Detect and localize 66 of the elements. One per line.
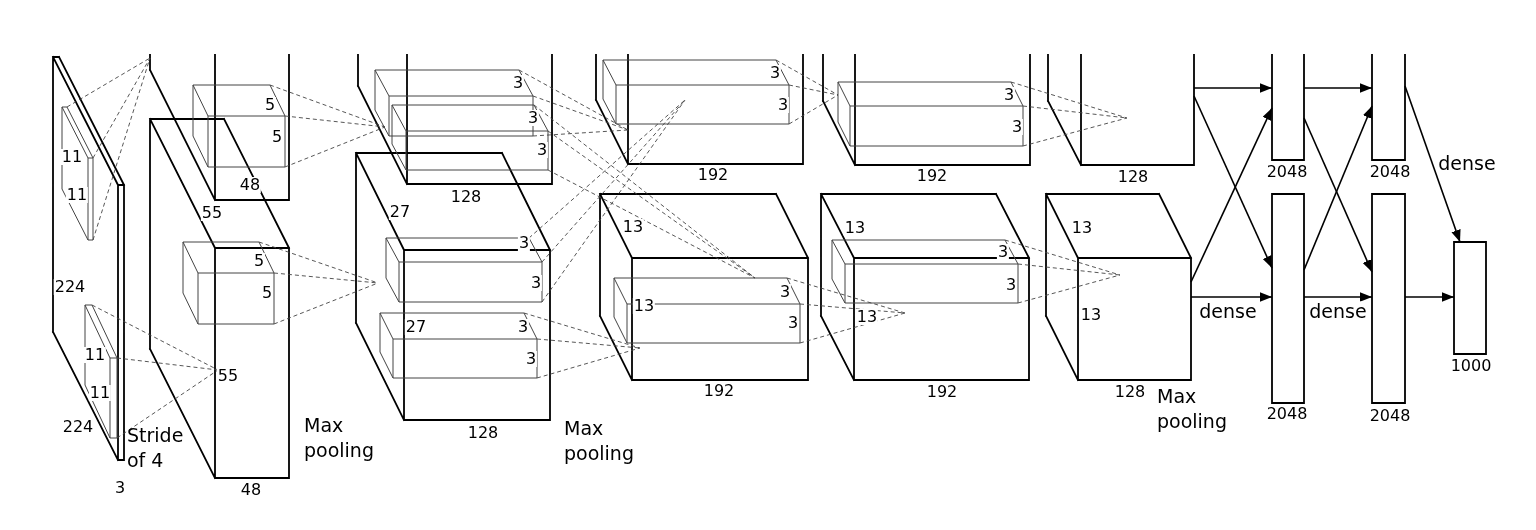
dimension-label: 3 bbox=[768, 65, 782, 81]
dimension-label: 48 bbox=[239, 482, 263, 498]
arrow bbox=[1193, 95, 1273, 269]
dimension-label: 3 bbox=[1004, 277, 1018, 293]
dimension-label: 3 bbox=[1002, 87, 1016, 103]
dimension-label: 192 bbox=[925, 384, 959, 400]
dimension-label: 13 bbox=[1079, 307, 1103, 323]
dimension-label: 55 bbox=[200, 205, 224, 221]
layer-caption: Max pooling bbox=[564, 416, 635, 466]
dimension-label: 128 bbox=[449, 189, 483, 205]
dimension-label: 2048 bbox=[1368, 164, 1412, 180]
arrow bbox=[1404, 292, 1455, 302]
dimension-label: 2048 bbox=[1265, 406, 1309, 422]
arrow bbox=[1404, 85, 1461, 243]
dimension-label: 5 bbox=[260, 285, 274, 301]
dimension-label: 5 bbox=[263, 97, 277, 113]
dimension-label: 11 bbox=[65, 187, 89, 203]
dimension-label: 1000 bbox=[1449, 358, 1493, 374]
arrow bbox=[1190, 292, 1273, 302]
dimension-label: 2048 bbox=[1265, 164, 1309, 180]
dimension-label: 3 bbox=[778, 284, 792, 300]
dimension-label: 192 bbox=[915, 168, 949, 184]
dimension-label: 192 bbox=[696, 167, 730, 183]
dimension-label: 55 bbox=[216, 368, 240, 384]
dimension-label: 224 bbox=[53, 279, 87, 295]
dimension-label: 27 bbox=[404, 319, 428, 335]
layer-caption: Max pooling bbox=[304, 413, 375, 463]
dimension-label: 3 bbox=[529, 275, 543, 291]
dimension-label: 128 bbox=[1113, 384, 1147, 400]
arrow bbox=[1193, 83, 1273, 93]
dimension-label: 5 bbox=[270, 129, 284, 145]
dimension-label: 27 bbox=[388, 204, 412, 220]
dimension-label: 13 bbox=[843, 220, 867, 236]
dimension-label: 192 bbox=[702, 383, 736, 399]
arrow bbox=[1303, 292, 1373, 302]
dimension-label: 3 bbox=[526, 110, 540, 126]
dimension-label: 3 bbox=[516, 319, 530, 335]
dimension-label: 3 bbox=[535, 142, 549, 158]
dimension-label: 48 bbox=[238, 177, 262, 193]
dimension-label: 11 bbox=[60, 149, 84, 165]
dimension-label: 3 bbox=[517, 235, 531, 251]
edge-label: dense bbox=[1308, 301, 1368, 321]
edge-label: dense bbox=[1437, 153, 1497, 173]
dimension-label: 5 bbox=[252, 253, 266, 269]
edge-label: dense bbox=[1198, 301, 1258, 321]
dimension-label: 13 bbox=[621, 219, 645, 235]
dimension-label: 3 bbox=[996, 244, 1010, 260]
dimension-label: 3 bbox=[786, 315, 800, 331]
dimension-label: 11 bbox=[88, 385, 112, 401]
layer-caption: Max pooling bbox=[1157, 384, 1228, 434]
dimension-label: 11 bbox=[83, 347, 107, 363]
dimension-label: 3 bbox=[113, 480, 127, 496]
dimension-label: 13 bbox=[855, 309, 879, 325]
dimension-label: 13 bbox=[1070, 220, 1094, 236]
dimension-label: 13 bbox=[632, 298, 656, 314]
dimension-label: 3 bbox=[1010, 119, 1024, 135]
dimension-label: 128 bbox=[466, 425, 500, 441]
dimension-label: 3 bbox=[524, 351, 538, 367]
arrow bbox=[1303, 83, 1373, 93]
dimension-label: 224 bbox=[61, 419, 95, 435]
dimension-label: 128 bbox=[1116, 169, 1150, 185]
arrow bbox=[1190, 107, 1273, 283]
dimension-label: 2048 bbox=[1368, 408, 1412, 424]
dimension-label: 3 bbox=[511, 75, 525, 91]
layer-caption: Stride of 4 bbox=[127, 423, 185, 473]
dimension-label: 3 bbox=[776, 97, 790, 113]
